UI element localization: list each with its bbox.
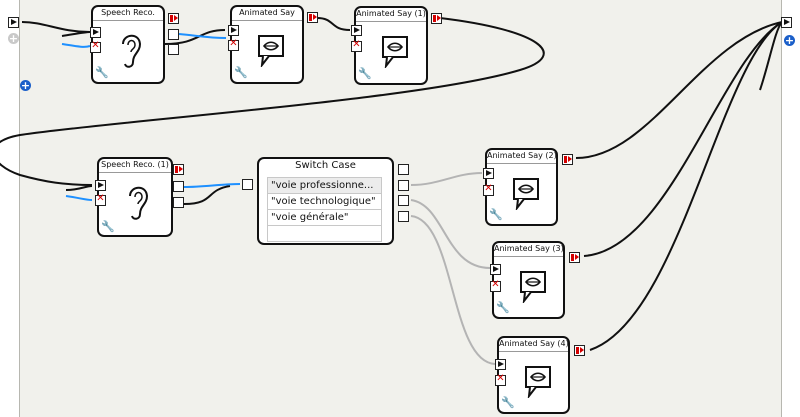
diagram-start-port[interactable] (8, 17, 19, 28)
onnothing-port[interactable] (173, 197, 184, 208)
case-row[interactable]: "voie professionne... (267, 177, 382, 194)
onstopped-port[interactable] (307, 12, 318, 23)
onstart-port[interactable] (495, 359, 506, 370)
speech-bubble-icon (520, 271, 546, 303)
add-input-icon[interactable]: + (20, 79, 31, 92)
box-title: Animated Say (239, 8, 295, 17)
add-output-icon[interactable]: + (784, 34, 795, 47)
wrench-icon[interactable]: 🔧 (496, 301, 510, 314)
ear-icon (129, 186, 149, 220)
speech-bubble-icon (513, 178, 539, 210)
onstopped-port[interactable] (173, 164, 184, 175)
speech-bubble-icon (525, 366, 551, 398)
onstopped-port[interactable] (569, 252, 580, 263)
onstart-port[interactable] (90, 27, 101, 38)
onstart-port[interactable] (351, 25, 362, 36)
box-title: Speech Reco. (1) (101, 160, 169, 169)
case2-output-port[interactable] (398, 195, 409, 206)
wrench-icon[interactable]: 🔧 (234, 66, 248, 79)
word-output-port[interactable] (173, 181, 184, 192)
wrench-icon[interactable]: 🔧 (489, 208, 503, 221)
onstart-port[interactable] (228, 25, 239, 36)
box-title: Animated Say (2) (487, 151, 557, 160)
onstop-port[interactable] (483, 183, 494, 196)
case-list: "voie professionne... "voie technologiqu… (267, 177, 382, 242)
wrench-icon[interactable]: 🔧 (358, 67, 372, 80)
onstop-port[interactable] (95, 193, 106, 206)
ear-icon (122, 34, 142, 68)
wrench-icon[interactable]: 🔧 (501, 396, 515, 409)
case-row-empty[interactable] (267, 226, 382, 242)
add-input-disabled-icon: + (8, 32, 19, 45)
onstop-port[interactable] (490, 279, 501, 292)
onstopped-port[interactable] (562, 154, 573, 165)
onstart-port[interactable] (483, 168, 494, 179)
onstart-port[interactable] (490, 264, 501, 275)
onnothing-port[interactable] (168, 44, 179, 55)
diagram-end-port[interactable] (781, 17, 792, 28)
case1-output-port[interactable] (398, 180, 409, 191)
onstopped-port[interactable] (168, 13, 179, 24)
box-title: Animated Say (4) (499, 339, 569, 348)
onstop-port[interactable] (495, 373, 506, 386)
case-row[interactable]: "voie générale" (267, 210, 382, 226)
wrench-icon[interactable]: 🔧 (101, 220, 115, 233)
speech-bubble-icon (382, 36, 408, 68)
case-row[interactable]: "voie technologique" (267, 194, 382, 210)
word-output-port[interactable] (168, 29, 179, 40)
onstop-port[interactable] (228, 38, 239, 51)
box-title: Switch Case (295, 160, 356, 171)
case3-output-port[interactable] (398, 211, 409, 222)
onstopped-port[interactable] (574, 345, 585, 356)
box-title: Animated Say (1) (356, 9, 426, 18)
wrench-icon[interactable]: 🔧 (95, 66, 109, 79)
box-title: Speech Reco. (101, 8, 155, 17)
speech-bubble-icon (258, 35, 284, 67)
box-title: Animated Say (3) (494, 244, 564, 253)
switch-input-port[interactable] (242, 179, 253, 190)
onstop-port[interactable] (351, 39, 362, 52)
onstart-port[interactable] (95, 180, 106, 191)
onstop-port[interactable] (90, 40, 101, 53)
onstopped-port[interactable] (431, 13, 442, 24)
switch-default-port[interactable] (398, 164, 409, 175)
